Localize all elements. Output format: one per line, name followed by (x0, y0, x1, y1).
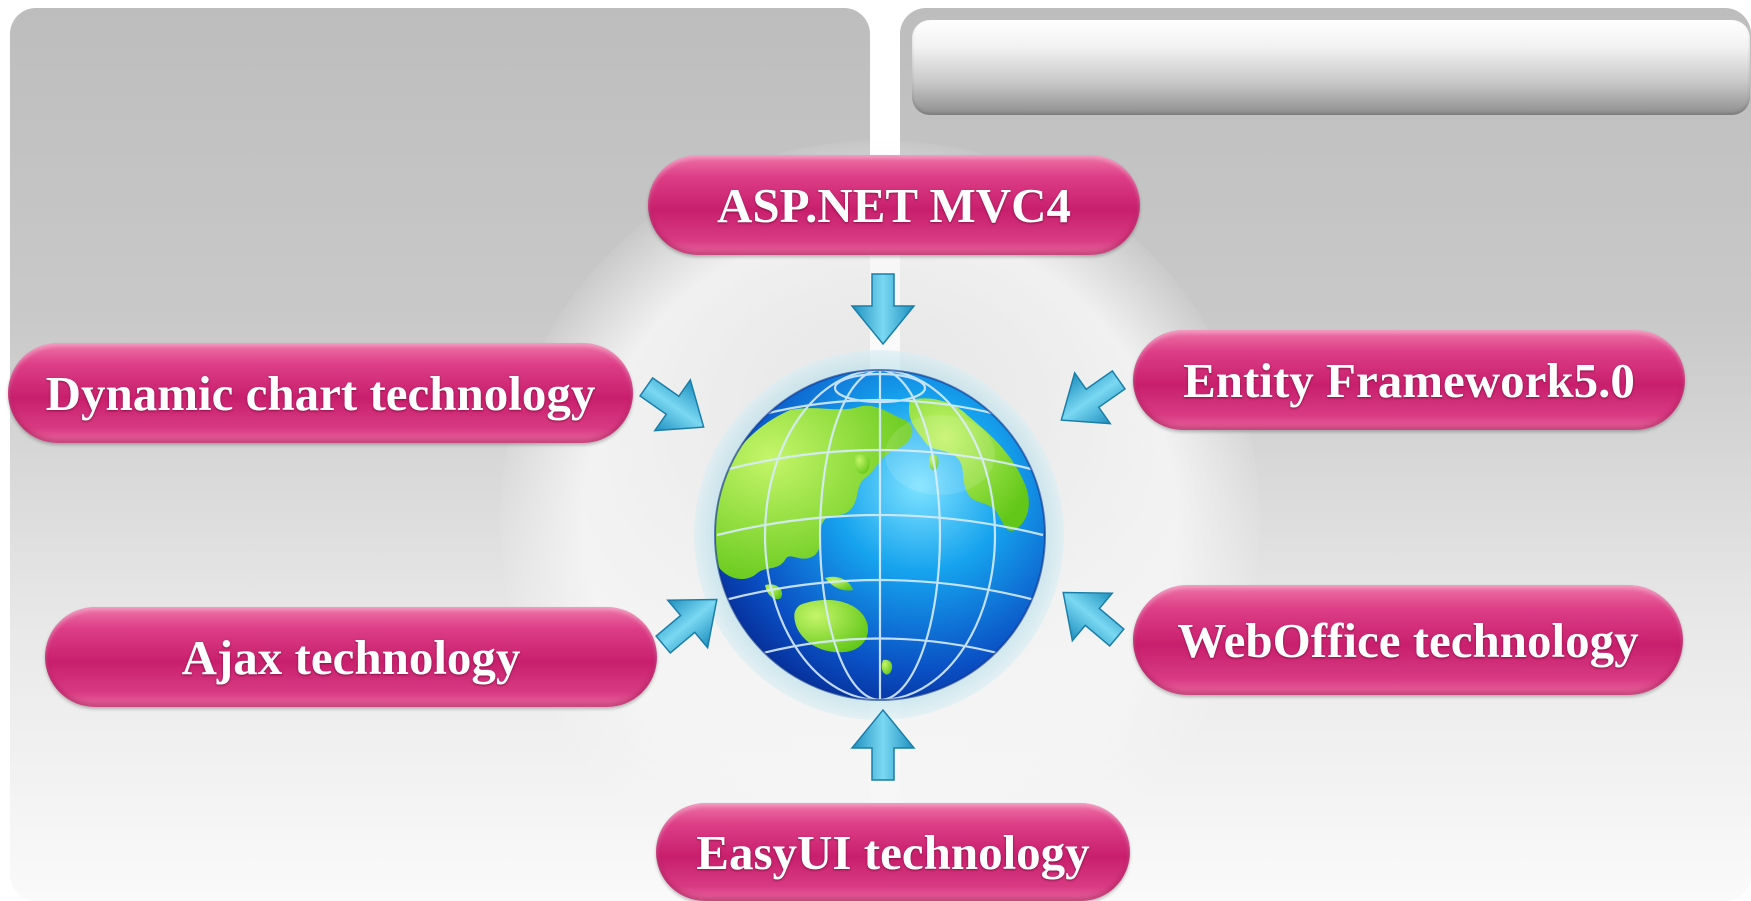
node-easyui: EasyUI technology (656, 803, 1130, 901)
node-label: Dynamic chart technology (45, 365, 596, 421)
node-weboffice: WebOffice technology (1133, 585, 1683, 695)
node-dynamic-chart: Dynamic chart technology (8, 343, 633, 443)
arrow-right-up-icon (655, 598, 718, 654)
node-label: Entity Framework5.0 (1183, 352, 1635, 408)
globe-icon (714, 369, 1046, 701)
node-label: ASP.NET MVC4 (717, 177, 1071, 233)
node-ajax: Ajax technology (45, 607, 657, 707)
node-label: EasyUI technology (696, 824, 1090, 880)
node-aspnet-mvc4: ASP.NET MVC4 (648, 155, 1140, 255)
arrow-left-up-icon (1062, 591, 1125, 647)
header-bar (912, 20, 1750, 115)
arrow-left-down-icon (1060, 369, 1127, 425)
arrow-up-icon (850, 708, 916, 781)
arrow-right-down-icon (638, 376, 705, 432)
arrow-down-icon (850, 273, 916, 346)
node-label: Ajax technology (181, 629, 521, 685)
node-label: WebOffice technology (1177, 612, 1639, 668)
node-entity-framework: Entity Framework5.0 (1133, 330, 1685, 430)
